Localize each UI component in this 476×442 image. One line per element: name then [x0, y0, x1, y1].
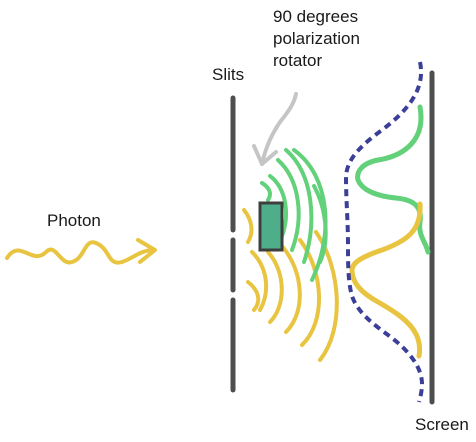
curved-arrow-icon [252, 92, 298, 166]
photon-arrowhead [136, 238, 157, 264]
screen-label: Screen [415, 415, 469, 434]
green-arc-6 [312, 184, 328, 264]
rotator-label-line-1: 90 degrees [273, 7, 359, 26]
wavy-arrow-icon [5, 238, 157, 265]
yellow-arc-3 [250, 250, 269, 312]
green-arc-1 [260, 181, 272, 202]
yellow-arc-1 [242, 208, 254, 244]
rotator-label: 90 degrees polarization rotator [273, 6, 360, 72]
photon-wave [5, 240, 156, 265]
curved-arrow-shaft [260, 92, 298, 166]
rotator-label-line-3: rotator [273, 51, 323, 70]
green-arc-2 [268, 174, 288, 238]
curved-arrow-head [252, 144, 278, 166]
green-pattern [355, 104, 431, 255]
green-arc-5 [292, 148, 328, 282]
rotator-label-line-2: polarization [273, 29, 360, 48]
yellow-arc-4 [266, 250, 284, 324]
yellow-arc-5 [280, 244, 302, 334]
green-arc-3 [276, 158, 301, 252]
green-wavefronts [260, 148, 328, 282]
green-arc-4 [284, 148, 314, 264]
yellow-wavefronts [242, 208, 339, 362]
polarization-rotator [258, 201, 284, 252]
yellow-arc-6 [298, 238, 321, 347]
yellow-pattern [349, 201, 423, 359]
yellow-arc-2 [246, 280, 261, 312]
slits-label: Slits [212, 65, 245, 84]
photon-label: Photon [47, 211, 101, 230]
